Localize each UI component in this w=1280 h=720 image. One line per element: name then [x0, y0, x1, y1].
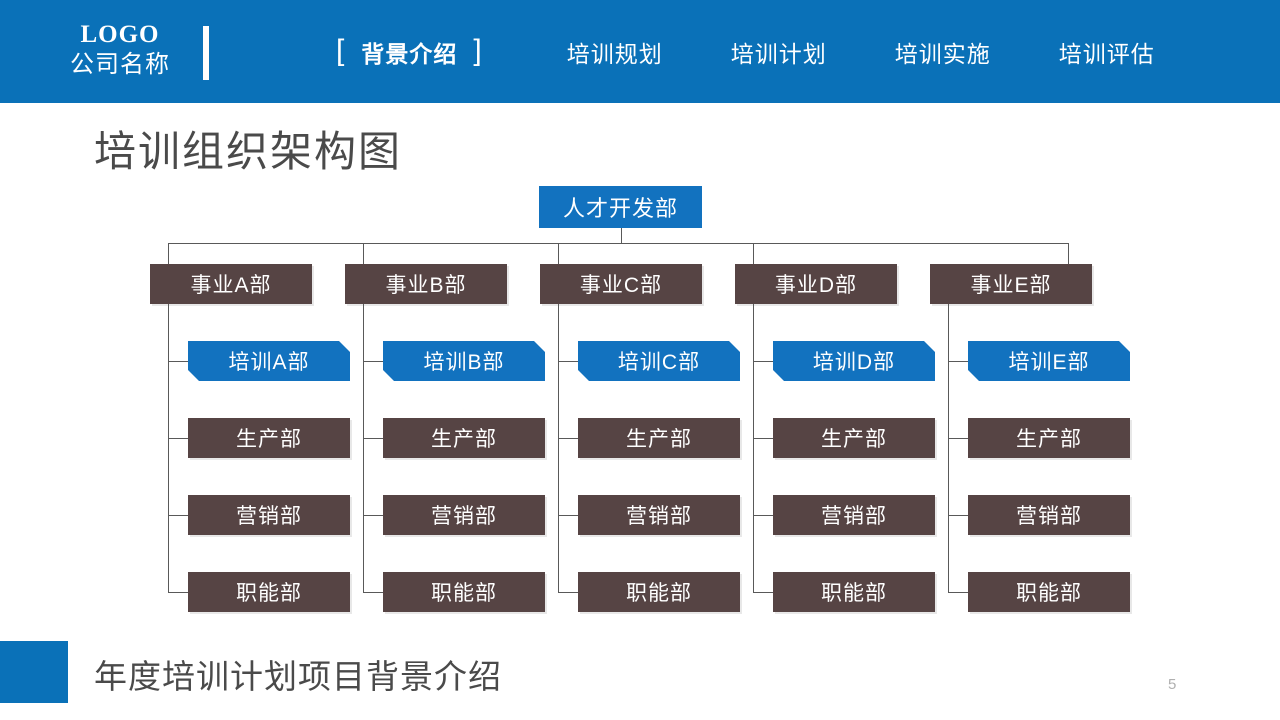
org-node-sub-1-1[interactable]: 培训A部	[188, 341, 350, 381]
org-node-sub-3-4[interactable]: 职能部	[578, 572, 740, 612]
connector-line-horizontal	[168, 515, 188, 516]
nav-item-label: 培训计划	[730, 40, 827, 67]
connector-line-vertical	[168, 243, 169, 264]
org-node-sub-5-3[interactable]: 营销部	[968, 495, 1130, 535]
connector-line-vertical	[558, 304, 559, 592]
footer-caption: 年度培训计划项目背景介绍	[94, 658, 502, 695]
connector-line-horizontal	[168, 361, 188, 362]
connector-line-horizontal	[168, 243, 1068, 244]
main-nav: [ 背景介绍] 培训规划 培训计划 培训实施 培训评估	[320, 0, 1155, 103]
nav-item-label: 培训评估	[1058, 40, 1155, 67]
org-node-sub-4-2[interactable]: 生产部	[773, 418, 935, 458]
org-node-sub-2-2[interactable]: 生产部	[383, 418, 545, 458]
org-node-root[interactable]: 人才开发部	[539, 186, 702, 228]
connector-line-vertical	[753, 304, 754, 592]
org-node-sub-3-1[interactable]: 培训C部	[578, 341, 740, 381]
connector-line-horizontal	[558, 515, 578, 516]
connector-line-vertical	[168, 304, 169, 592]
brand-divider	[203, 26, 209, 80]
connector-line-horizontal	[948, 592, 968, 593]
connector-line-vertical	[558, 243, 559, 264]
connector-line-horizontal	[558, 361, 578, 362]
org-node-department-2[interactable]: 事业B部	[345, 264, 507, 304]
connector-line-horizontal	[753, 592, 773, 593]
connector-line-vertical	[948, 304, 949, 592]
page-title: 培训组织架构图	[94, 128, 403, 175]
footer-accent-block	[0, 641, 68, 703]
org-node-sub-5-2[interactable]: 生产部	[968, 418, 1130, 458]
org-node-department-4[interactable]: 事业D部	[735, 264, 897, 304]
connector-line-horizontal	[753, 361, 773, 362]
nav-item-2[interactable]: 培训规划	[567, 35, 663, 69]
nav-bracket-right-icon: ]	[473, 33, 483, 67]
org-node-sub-1-2[interactable]: 生产部	[188, 418, 350, 458]
connector-line-horizontal	[363, 438, 383, 439]
connector-line-horizontal	[168, 592, 188, 593]
org-chart: 人才开发部事业A部培训A部生产部营销部职能部事业B部培训B部生产部营销部职能部事…	[0, 175, 1280, 635]
connector-line-vertical	[363, 304, 364, 592]
connector-line-vertical	[1068, 243, 1069, 264]
org-node-sub-3-2[interactable]: 生产部	[578, 418, 740, 458]
org-node-sub-2-4[interactable]: 职能部	[383, 572, 545, 612]
connector-line-horizontal	[753, 515, 773, 516]
connector-line-vertical	[620, 228, 622, 243]
header-bar: LOGO 公司名称 [ 背景介绍] 培训规划 培训计划 培训实施 培训评估	[0, 0, 1280, 103]
connector-line-horizontal	[363, 592, 383, 593]
org-node-department-3[interactable]: 事业C部	[540, 264, 702, 304]
connector-line-vertical	[753, 243, 754, 264]
org-node-sub-1-3[interactable]: 营销部	[188, 495, 350, 535]
org-node-sub-2-3[interactable]: 营销部	[383, 495, 545, 535]
org-node-sub-2-1[interactable]: 培训B部	[383, 341, 545, 381]
connector-line-horizontal	[948, 361, 968, 362]
connector-line-horizontal	[363, 361, 383, 362]
connector-line-horizontal	[558, 438, 578, 439]
connector-line-horizontal	[168, 438, 188, 439]
org-node-department-5[interactable]: 事业E部	[930, 264, 1092, 304]
brand-block: LOGO 公司名称	[55, 22, 185, 77]
nav-item-label: 培训实施	[894, 40, 991, 67]
connector-line-horizontal	[948, 438, 968, 439]
org-node-sub-3-3[interactable]: 营销部	[578, 495, 740, 535]
org-node-sub-4-3[interactable]: 营销部	[773, 495, 935, 535]
nav-item-5[interactable]: 培训评估	[1059, 35, 1155, 69]
org-node-sub-5-1[interactable]: 培训E部	[968, 341, 1130, 381]
nav-item-label: 背景介绍	[361, 40, 458, 67]
org-node-sub-5-4[interactable]: 职能部	[968, 572, 1130, 612]
connector-line-horizontal	[753, 438, 773, 439]
company-name: 公司名称	[70, 51, 170, 78]
nav-item-3[interactable]: 培训计划	[731, 35, 827, 69]
connector-line-horizontal	[363, 515, 383, 516]
page-number: 5	[1168, 676, 1177, 693]
nav-item-label: 培训规划	[566, 40, 663, 67]
org-node-sub-4-4[interactable]: 职能部	[773, 572, 935, 612]
org-node-sub-4-1[interactable]: 培训D部	[773, 341, 935, 381]
org-node-sub-1-4[interactable]: 职能部	[188, 572, 350, 612]
nav-item-1[interactable]: [ 背景介绍]	[320, 35, 499, 69]
logo-text: LOGO	[80, 21, 160, 48]
nav-item-4[interactable]: 培训实施	[895, 35, 991, 69]
nav-bracket-left-icon: [	[336, 33, 346, 67]
org-node-department-1[interactable]: 事业A部	[150, 264, 312, 304]
connector-line-horizontal	[948, 515, 968, 516]
connector-line-horizontal	[558, 592, 578, 593]
connector-line-vertical	[363, 243, 364, 264]
